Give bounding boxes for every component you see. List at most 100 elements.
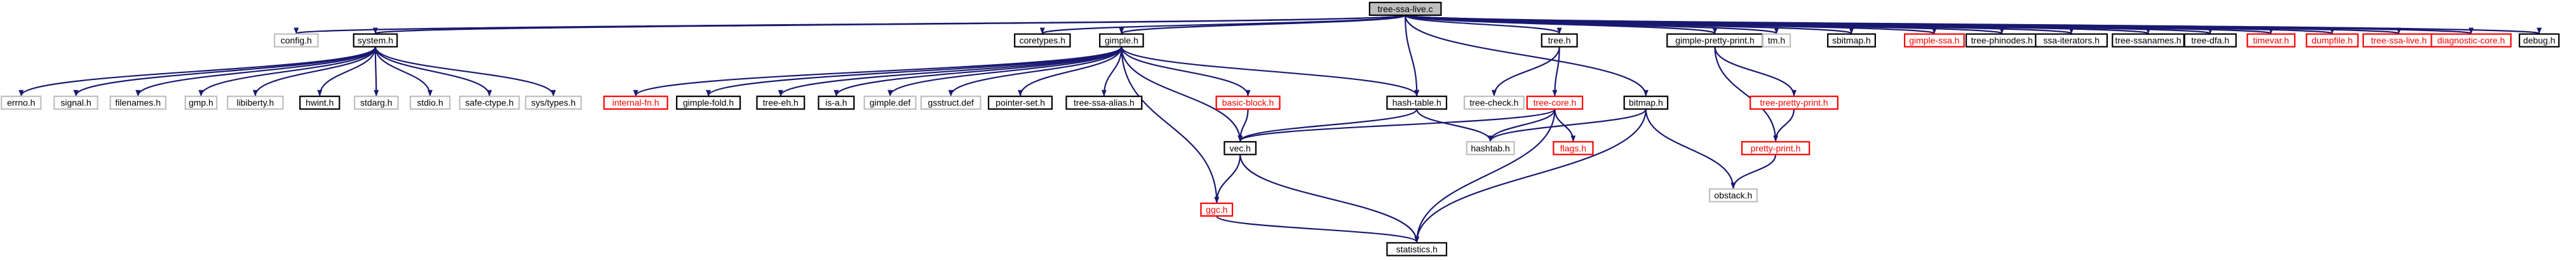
node-treeeh[interactable]: tree-eh.h [756, 95, 806, 110]
node-signal[interactable]: signal.h [53, 95, 98, 110]
node-coretypes[interactable]: coretypes.h [1014, 33, 1071, 48]
node-stdio[interactable]: stdio.h [409, 95, 451, 110]
node-obstack[interactable]: obstack.h [1709, 188, 1758, 203]
edge-gimple-to-vec [1121, 46, 1243, 142]
node-flags-box [1553, 141, 1594, 156]
node-prettyprint-label: pretty-print.h [1751, 143, 1801, 153]
node-bitmap[interactable]: bitmap.h [1623, 95, 1669, 110]
node-treessaalias-label: tree-ssa-alias.h [1074, 98, 1135, 108]
node-isa[interactable]: is-a.h [818, 95, 855, 110]
node-pointerset[interactable]: pointer-set.h [987, 95, 1053, 110]
node-gimpledef-label: gimple.def [870, 98, 911, 108]
node-libiberty[interactable]: libiberty.h [227, 95, 284, 110]
node-debug-label: debug.h [2523, 36, 2556, 46]
edge-gimple-to-gimplefold [706, 46, 1123, 97]
edge-bitmap-to-hashtab [1488, 109, 1647, 142]
edge-tree-to-treecore [1552, 46, 1560, 97]
node-systypes-label: sys/types.h [531, 98, 576, 108]
node-system-label: system.h [358, 36, 393, 46]
edge-treeprettyprint-to-prettyprint [1773, 109, 1795, 142]
node-coretypes-label: coretypes.h [1020, 36, 1065, 46]
node-gimplessa[interactable]: gimple-ssa.h [1904, 33, 1965, 48]
node-treecheck-label: tree-check.h [1469, 98, 1518, 108]
node-treeprettyprint-label: tree-pretty-print.h [1760, 98, 1828, 108]
node-prettyprint[interactable]: pretty-print.h [1741, 141, 1811, 156]
node-treedfa-box [2183, 33, 2237, 48]
node-gimplefold-label: gimple-fold.h [683, 98, 734, 108]
node-hashtab[interactable]: hashtab.h [1466, 141, 1515, 156]
node-systypes[interactable]: sys/types.h [525, 95, 582, 110]
node-hwint-box [299, 95, 341, 110]
edge-root-to-system [373, 14, 1406, 34]
edge-root-to-tree [1405, 14, 1562, 34]
node-statistics[interactable]: statistics.h [1386, 242, 1448, 257]
node-errno-label: errno.h [7, 98, 35, 108]
node-ssaiter[interactable]: ssa-iterators.h [2035, 33, 2108, 48]
node-diagcore[interactable]: diagnostic-core.h [2431, 33, 2512, 48]
node-dumpfile-label: dumpfile.h [2312, 36, 2353, 46]
node-filenames[interactable]: filenames.h [109, 95, 167, 110]
node-libiberty-box [227, 95, 284, 110]
node-gimplepp-label: gimple-pretty-print.h [1675, 36, 1755, 46]
node-tm[interactable]: tm.h [1762, 33, 1791, 48]
node-gsstruct[interactable]: gsstruct.def [920, 95, 981, 110]
edge-system-to-errno [18, 46, 376, 97]
node-pointerset-label: pointer-set.h [995, 98, 1045, 108]
edge-system-to-systypes [374, 46, 556, 97]
node-treessanames[interactable]: tree-ssanames.h [2112, 33, 2185, 48]
node-gimple[interactable]: gimple.h [1099, 33, 1144, 48]
node-gimplessa-box [1904, 33, 1965, 48]
edge-bitmap-to-statistics [1414, 109, 1647, 243]
node-gimpledef-box [863, 95, 917, 110]
node-config[interactable]: config.h [274, 33, 319, 48]
node-safectype[interactable]: safe-ctype.h [459, 95, 520, 110]
node-root[interactable]: tree-ssa-live.c [1368, 1, 1442, 17]
node-system-box [353, 33, 398, 48]
node-tree[interactable]: tree.h [1541, 33, 1578, 48]
node-errno[interactable]: errno.h [1, 95, 42, 110]
node-treecheck[interactable]: tree-check.h [1464, 95, 1525, 110]
edge-treecore-to-statistics [1414, 109, 1556, 243]
node-gimpledef[interactable]: gimple.def [863, 95, 917, 110]
node-treecore-box [1526, 95, 1584, 110]
edge-gimple-to-ggc [1121, 46, 1220, 204]
edge-gimplepp-to-treeprettyprint [1714, 46, 1797, 97]
node-pointerset-box [987, 95, 1053, 110]
node-diagcore-label: diagnostic-core.h [2438, 36, 2505, 46]
edge-gimple-to-basicblock [1121, 46, 1251, 97]
node-gimplepp[interactable]: gimple-pretty-print.h [1666, 33, 1763, 48]
node-systypes-box [525, 95, 582, 110]
node-internalfn[interactable]: internal-fn.h [603, 95, 668, 110]
node-system[interactable]: system.h [353, 33, 398, 48]
node-treephinodes[interactable]: tree-phinodes.h [1966, 33, 2039, 48]
node-bitmap-label: bitmap.h [1629, 98, 1663, 108]
edge-gimple-to-hashtable [1121, 46, 1420, 97]
node-stdarg[interactable]: stdarg.h [353, 95, 399, 110]
node-hashtable[interactable]: hash-table.h [1386, 95, 1448, 110]
node-hwint[interactable]: hwint.h [299, 95, 341, 110]
node-treedfa[interactable]: tree-dfa.h [2183, 33, 2237, 48]
node-basicblock-label: basic-block.h [1222, 98, 1274, 108]
node-sbitmap[interactable]: sbitmap.h [1827, 33, 1876, 48]
node-treeprettyprint[interactable]: tree-pretty-print.h [1750, 95, 1838, 110]
node-treecore[interactable]: tree-core.h [1526, 95, 1584, 110]
node-ssaiter-box [2035, 33, 2108, 48]
edge-gimple-to-treessaalias [1101, 46, 1123, 97]
node-treeeh-box [756, 95, 806, 110]
node-basicblock[interactable]: basic-block.h [1215, 95, 1281, 110]
node-basicblock-box [1215, 95, 1281, 110]
node-treecheck-box [1464, 95, 1525, 110]
node-vec[interactable]: vec.h [1224, 141, 1257, 156]
node-dumpfile[interactable]: dumpfile.h [2305, 33, 2359, 48]
node-gmp[interactable]: gmp.h [184, 95, 218, 110]
node-flags[interactable]: flags.h [1553, 141, 1594, 156]
node-debug[interactable]: debug.h [2518, 33, 2560, 48]
node-ggc[interactable]: ggc.h [1200, 203, 1234, 217]
node-treessaalias[interactable]: tree-ssa-alias.h [1065, 95, 1143, 110]
node-timevar[interactable]: timevar.h [2246, 33, 2296, 48]
node-gimplefold-box [676, 95, 741, 110]
node-hashtab-box [1466, 141, 1515, 156]
node-treessalive[interactable]: tree-ssa-live.h [2362, 33, 2436, 48]
node-gimplefold[interactable]: gimple-fold.h [676, 95, 741, 110]
node-treessaalias-box [1065, 95, 1143, 110]
